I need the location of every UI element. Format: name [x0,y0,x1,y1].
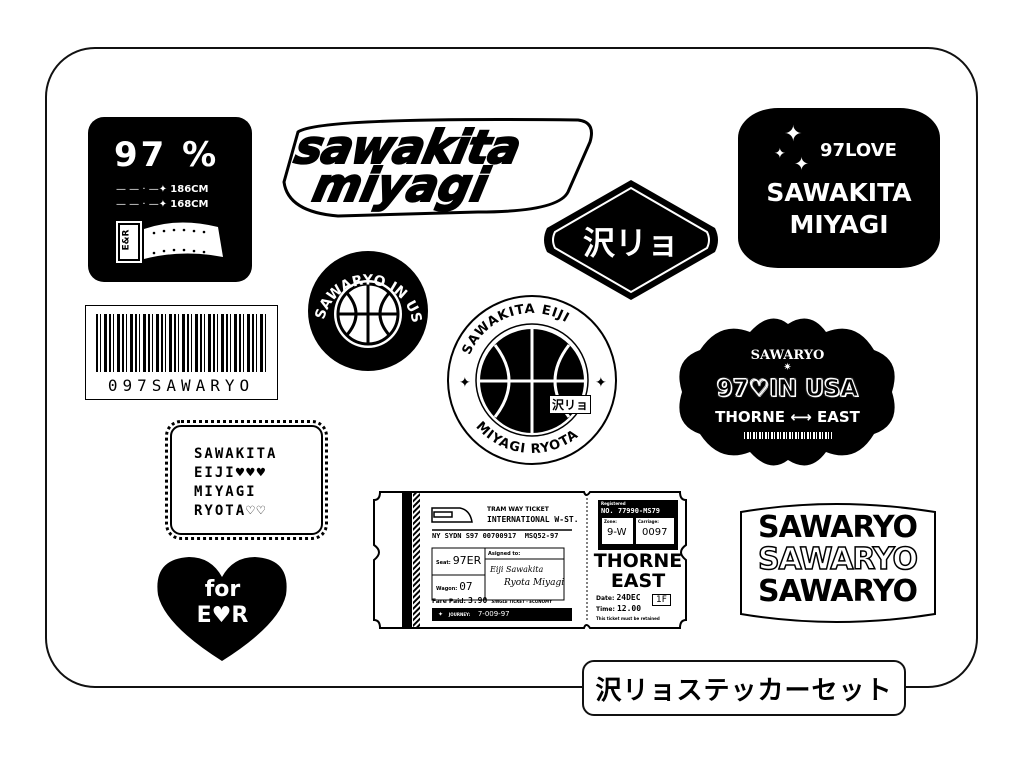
date-value: 24DEC [616,593,641,602]
love-line-1: SAWAKITA [766,178,912,207]
sheet-title: 沢リョステッカーセット [582,660,906,716]
fare-value: 3.90 [468,596,488,605]
carriage-value: 0097 [642,527,668,538]
sticker-wavy-badge: SAWARYO ✷ 97♡IN USA THORNE ⟷ EAST [670,310,905,475]
sticker-love-badge: ✦ ✦ ✦ 97LOVE SAWAKITA MIYAGI [738,108,940,268]
journey-row: ✦ JOURNEY: 7-009-97 [438,610,510,618]
sticker-names: SAWAKITA EIJI♥♥♥ MIYAGI RYOTA♡♡ [165,420,328,540]
zone-label: Zone: [604,519,617,524]
wavy-top: SAWARYO [750,348,825,363]
sticker-script-logo: sawakita miyagi [278,112,598,222]
seat-label: Seat: [436,560,451,566]
platform-box: 1F [652,594,671,606]
barcode-bars [96,314,266,372]
script-line-2: miyagi [307,157,494,213]
sticker-ticket: TRAM WAY TICKET INTERNATIONAL W-ST. NY S… [372,490,688,630]
carriage-label: Carriage: [638,519,659,524]
love-line-2: MIYAGI [789,210,889,239]
wagon-value: 07 [459,580,473,593]
date-row: Date: 24DEC [596,593,641,602]
names-line-1: SAWAKITA [194,446,278,462]
sparkle-icon: ✦ [794,154,810,175]
names-line-4: RYOTA♡♡ [194,503,268,519]
fare-label: Fare Paid: [432,598,466,605]
registered-label: Registered [601,501,626,506]
height-line-1: — — · —✦ 186CM [116,184,209,195]
journey-value: 7-009-97 [477,610,510,618]
film-canister-icon [116,221,142,263]
ticket-header-2: INTERNATIONAL W-ST. [487,515,579,524]
mini-barcode [744,432,832,439]
wavy-main: 97♡IN USA [716,376,859,403]
heart-line-1: for [204,577,241,602]
route-to: EAST [816,408,860,426]
wagon-label: Wagon: [436,586,458,592]
assigned-name-1: Eiji Sawakita [490,565,544,574]
sticker-basketball-large: ✦✦ SAWAKITA EIJI MIYAGI RYOTA 沢リョ [445,295,620,465]
barcode-text: 097SAWARYO [107,376,255,395]
asterisk-icon: ✷ [783,362,792,373]
fare-type: SINGLE TICKET - ECONOMY [491,599,553,604]
heart-line-2: E♥R [196,603,249,628]
film-strip-icon [144,222,223,259]
diamond-text: 沢リョ [582,224,679,262]
stacked-line-1: SAWARYO [757,510,918,545]
arrow-icon: ⟷ [790,408,812,426]
time-value: 12.00 [616,604,642,613]
journey-label: JOURNEY: [448,612,471,617]
wavy-route: THORNE ⟷ EAST [670,408,905,426]
svg-text:✦: ✦ [459,375,471,391]
sparkle-icon: ✦ [784,122,803,147]
ticket-note: This ticket must be retained [596,616,660,621]
sticker-stacked: SAWARYO SAWARYO SAWARYO [735,500,940,625]
sparkle-icon: ✦ [774,146,786,162]
zone-value: 9-W [607,527,627,538]
destination-2: EAST [610,570,666,592]
ticket-code-line: NY SYDN S97 00700917 MSQ52-97 [432,532,559,540]
height-line-2: — — · —✦ 168CM [116,199,209,210]
stacked-line-3: SAWARYO [757,574,918,609]
height-2: 168CM [170,199,209,210]
time-row: Time: 12.00 [596,604,641,613]
seat-field: Seat: 97ER [436,554,481,567]
sticker-heart: for E♥R [155,555,290,663]
date-label: Date: [596,595,615,602]
registered-value: NO. 77990-MS79 [601,507,661,515]
height-1: 186CM [170,184,209,195]
wagon-field: Wagon: 07 [436,580,472,593]
names-line-3: MIYAGI [194,484,257,500]
stacked-line-2: SAWARYO [757,541,919,578]
assigned-label: Asigned to: [488,551,521,557]
fare-row: Fare Paid: 3.90 SINGLE TICKET - ECONOMY [432,596,552,605]
destination-1: THORNE [593,550,683,572]
time-label: Time: [596,606,615,613]
sticker-basketball-small: SAWARYO IN USA [308,250,429,372]
sticker-sheet-border [45,47,978,688]
ball-label: 沢リョ [549,395,592,414]
train-icon [431,507,473,523]
sticker-percent: 97 % — — · —✦ 186CM — — · —✦ 168CM E&R [88,117,252,282]
route-from: THORNE [715,408,785,426]
sticker-diamond: 沢リョ [543,178,719,302]
percent-value: 97 % [114,135,220,175]
seat-value: 97ER [452,554,482,567]
ticket-header-1: TRAM WAY TICKET [487,506,549,513]
names-line-2: EIJI♥♥♥ [194,465,268,481]
assigned-name-2: Ryota Miyagi [504,578,565,588]
sticker-barcode: 097SAWARYO [85,305,278,400]
svg-text:✦: ✦ [595,375,607,391]
love-tag: 97LOVE [820,140,897,161]
